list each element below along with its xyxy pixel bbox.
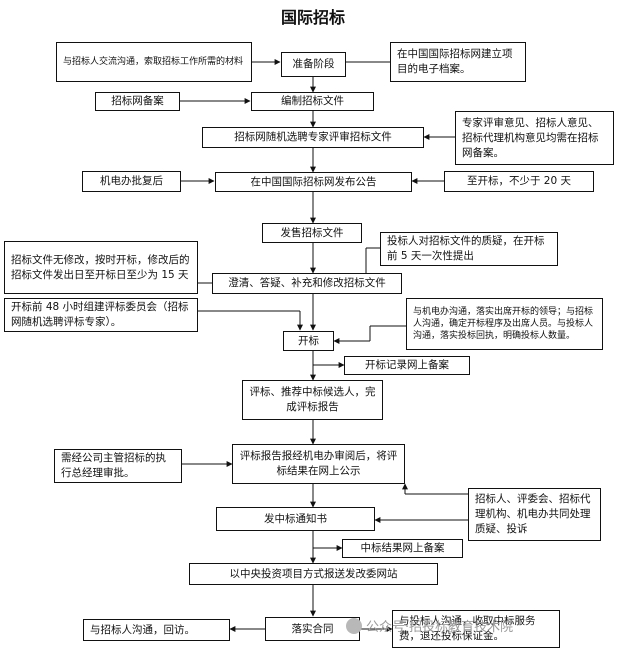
- note-open-right: 与机电办沟通，落实出席开标的领导；与招标人沟通，确定开标程序及出席人员。与投标人…: [406, 298, 603, 350]
- step-notice: 发中标通知书: [216, 507, 375, 531]
- step-prep: 准备阶段: [281, 52, 346, 77]
- note-open-record: 开标记录网上备案: [344, 356, 470, 375]
- step-report: 评标报告报经机电办审阅后，将评标结果在网上公示: [232, 444, 405, 484]
- step-ndrc: 以中央投资项目方式报送发改委网站: [189, 563, 438, 585]
- step-evaluate: 评标、推荐中标候选人，完成评标报告: [242, 380, 383, 420]
- page-title: 国际招标: [280, 8, 345, 27]
- note-prep-right: 在中国国际招标网建立项目的电子档案。: [390, 42, 526, 82]
- step-clarify: 澄清、答疑、补充和修改招标文件: [212, 273, 402, 294]
- note-no-edit: 招标文件无修改，按时开标，修改后的招标文件发出日至开标日至少为 15 天: [4, 241, 198, 294]
- note-contract-left: 与招标人沟通，回访。: [83, 619, 230, 641]
- note-contract-right: 与投标人沟通，收取中标服务费，退还投标保证金。: [392, 610, 560, 648]
- note-objection: 招标人、评委会、招标代理机构、机电办共同处理质疑、投诉: [468, 488, 601, 541]
- step-sell: 发售招标文件: [262, 223, 362, 243]
- note-notice-record: 中标结果网上备案: [342, 539, 463, 558]
- note-review-right: 专家评审意见、招标人意见、招标代理机构意见均需在招标网备案。: [455, 111, 614, 165]
- watermark: 公众号·招投标教育技术院: [346, 616, 513, 635]
- note-approval: 机电办批复后: [82, 171, 181, 192]
- note-query: 投标人对招标文件的质疑，在开标前 5 天一次性提出: [380, 232, 558, 266]
- wechat-logo-icon: [346, 617, 362, 634]
- note-compile-record: 招标网备案: [95, 92, 180, 111]
- watermark-text: 公众号·招投标教育技术院: [366, 620, 514, 635]
- step-review: 招标网随机选聘专家评审招标文件: [202, 127, 424, 148]
- note-prep-left: 与招标人交流沟通，索取招标工作所需的材料: [56, 42, 252, 82]
- note-report-approval: 需经公司主管招标的执行总经理审批。: [54, 449, 182, 483]
- note-deadline: 至开标，不少于 20 天: [444, 171, 594, 192]
- step-compile: 编制招标文件: [251, 92, 374, 111]
- step-open: 开标: [283, 331, 334, 351]
- note-committee: 开标前 48 小时组建评标委员会（招标网随机选聘评标专家）。: [4, 298, 198, 332]
- step-publish: 在中国国际招标网发布公告: [215, 172, 412, 192]
- step-contract: 落实合同: [265, 617, 360, 641]
